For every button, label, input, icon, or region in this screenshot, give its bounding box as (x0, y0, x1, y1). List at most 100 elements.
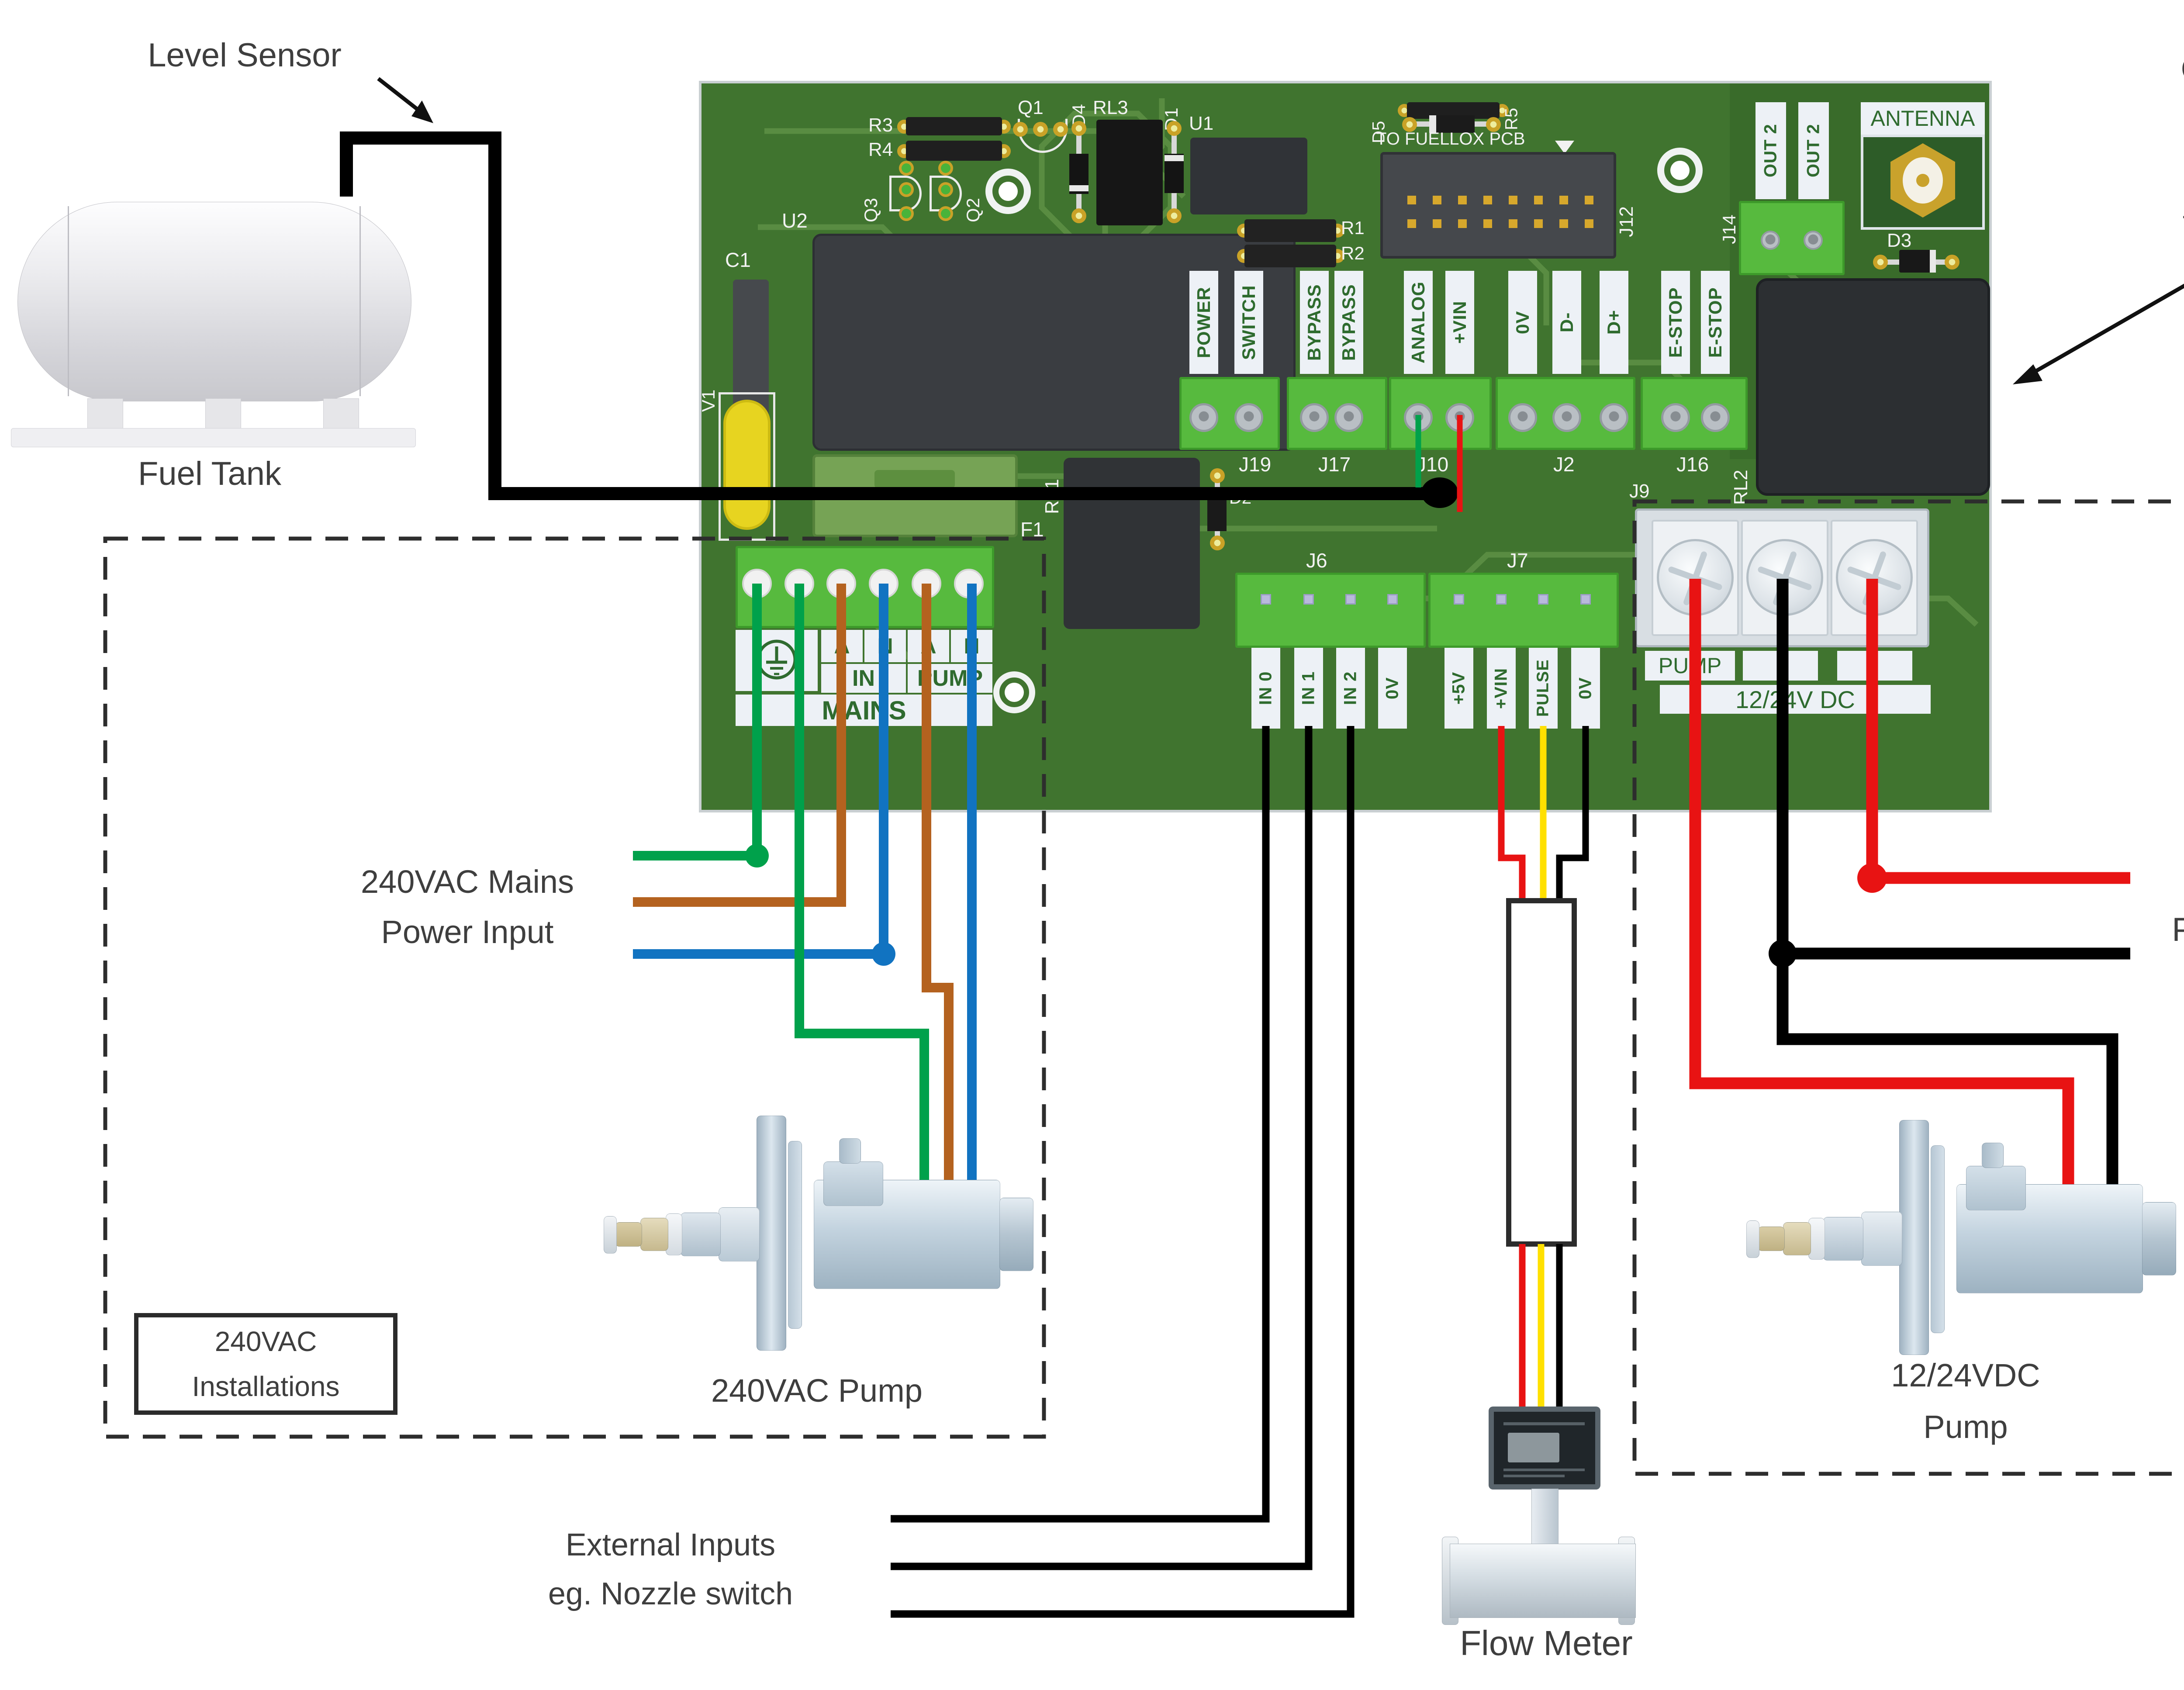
antenna-label: ANTENNA (1861, 102, 1985, 135)
tank-leg (323, 398, 359, 430)
pump-nose (681, 1213, 721, 1256)
header-j12 (1380, 152, 1616, 259)
j6-pin (1303, 594, 1314, 605)
mains-in-label: IN (821, 664, 906, 693)
installations-240-line2: Installations (192, 1370, 340, 1402)
pump-collar (1808, 1218, 1825, 1260)
connector-j6 (1235, 573, 1426, 648)
junction-dot-level (1421, 477, 1458, 508)
j7-pin (1580, 594, 1591, 605)
tank-body (17, 202, 411, 401)
j7-pin (1454, 594, 1464, 605)
d1-pad (1167, 121, 1182, 136)
flow-meter-conduit (1506, 898, 1577, 1247)
j7-pin (1538, 594, 1548, 605)
c1-label: C1 (725, 249, 751, 271)
installations-dc-dashed-box (1632, 499, 2184, 1476)
pump-flange (1899, 1120, 1929, 1355)
j12-pins-row2 (1407, 219, 1600, 228)
diode-d5-stripe (1429, 115, 1436, 133)
pump-240vac (600, 1114, 1037, 1358)
rl3-label: RL3 (1093, 97, 1128, 118)
wire-mains-active (633, 584, 846, 907)
mains-power-line1: 240VAC Mains (360, 864, 574, 900)
pump-terminal-box (823, 1161, 883, 1206)
relay-note-line: then a suitably rated relay must (2092, 197, 2184, 248)
pump-terminal-box (1966, 1166, 2026, 1210)
q1-label: Q1 (1018, 97, 1044, 118)
flow-meter (1437, 1402, 1642, 1625)
down-arrow-icon (1555, 141, 1574, 154)
tank-seam (359, 206, 361, 396)
fuel-tank-label: Fuel Tank (138, 455, 282, 492)
header-note: TO FUELLOX PCB (1376, 129, 1525, 149)
flow-meter-line (1503, 1422, 1585, 1425)
pump-flange-inner (788, 1141, 802, 1329)
j19-label: J19 (1239, 453, 1272, 476)
dc-power-line2: Power Input (2172, 911, 2184, 948)
pump-flange (757, 1116, 786, 1351)
j9-label: J9 (1629, 480, 1650, 502)
resistor-r2 (1244, 245, 1336, 267)
installations-240-box: 240VAC Installations (134, 1313, 397, 1415)
dc-rail-label: 12/24V DC (1660, 685, 1931, 714)
u1-label: U1 (1189, 113, 1214, 134)
flow-meter-screen (1508, 1433, 1559, 1462)
pump-nose (1823, 1217, 1863, 1261)
r4-label: R4 (868, 139, 893, 160)
j17-label: J17 (1318, 453, 1351, 476)
connector-j7 (1428, 573, 1619, 648)
pump-tip (1783, 1222, 1811, 1255)
external-inputs-label: External Inputs eg. Nozzle switch (463, 1521, 878, 1618)
mounting-hole-center (1005, 683, 1024, 702)
r3-label: R3 (868, 114, 893, 136)
connector-j14 (1739, 201, 1845, 275)
terminal (1508, 403, 1537, 432)
relay-rl2 (1756, 278, 1990, 496)
fuel-tank (11, 201, 416, 448)
pump-240-label: 240VAC Pump (711, 1372, 923, 1409)
antenna-pin (1916, 174, 1929, 187)
q1-pad (1053, 122, 1068, 137)
terminal (1701, 403, 1730, 432)
junction-dot-neutral (872, 942, 895, 966)
pump-terminal-nub (839, 1138, 861, 1164)
pump-tip-ring (1746, 1220, 1759, 1258)
pump-12-24vdc (1743, 1118, 2180, 1363)
r1-label: R1 (1341, 218, 1365, 238)
mounting-hole-center (999, 182, 1018, 201)
mains-power-line2: Power Input (381, 913, 554, 950)
j16-label: J16 (1676, 453, 1709, 476)
q1-pad (1013, 122, 1028, 137)
diode-d1-stripe (1165, 155, 1184, 161)
q3-pad (899, 206, 914, 221)
wire-pump240-active (922, 584, 954, 1182)
j7-pin (1496, 594, 1507, 605)
mains-power-input-label: 240VAC Mains Power Input (271, 857, 664, 957)
wire-dc-black (1776, 579, 2118, 1185)
j10-label: J10 (1416, 453, 1449, 476)
relay-note-arrowhead (2013, 364, 2042, 384)
pump-tip (1758, 1227, 1785, 1251)
level-sensor-arrowhead (411, 100, 433, 123)
relay-note: Onboard relay contacts rated to 30 amps.… (2092, 44, 2184, 299)
diode-d4-stripe (1069, 185, 1089, 191)
external-inputs-line2: eg. Nozzle switch (548, 1576, 793, 1611)
pump-nose (1861, 1212, 1902, 1266)
u2-label: U2 (782, 209, 808, 232)
level-sensor-arrow (377, 77, 420, 112)
pump-dc-line2: Pump (1923, 1409, 2008, 1445)
relay-note-line: 30 amps. If your pump or (2092, 95, 2184, 146)
flow-meter-line (1503, 1469, 1585, 1471)
q3-pad (899, 161, 914, 176)
wire-in0 (891, 726, 1270, 1523)
d5-pad (1402, 117, 1417, 132)
pump-tip (615, 1222, 642, 1247)
terminal (1189, 403, 1218, 432)
wire-mains-earth (633, 584, 762, 861)
j6-label: J6 (1306, 549, 1327, 572)
q2-pad (938, 182, 953, 197)
relay-note-arrow (2029, 283, 2184, 376)
wire-in2 (891, 726, 1355, 1618)
